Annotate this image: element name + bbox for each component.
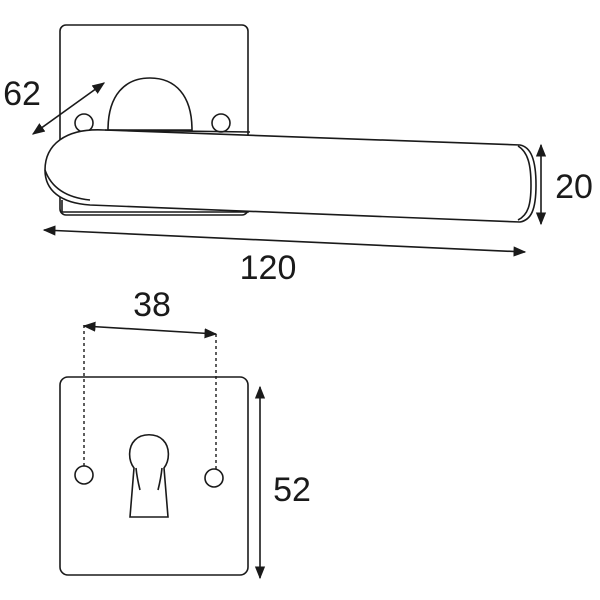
- escutcheon-view: 38 52: [59, 286, 311, 580]
- screw-hole-right: [204, 468, 224, 488]
- keyhole-inner-right: [157, 467, 163, 491]
- lever-end-curve: [517, 145, 532, 221]
- rose-diameter-dimension-line: [31, 82, 106, 135]
- lever-detail-line: [104, 129, 251, 133]
- keyhole: [128, 433, 170, 518]
- lever-length-label: 120: [240, 249, 297, 287]
- lever-height-label: 20: [555, 168, 593, 206]
- hole-spacing-dimension-line: [82, 321, 218, 339]
- fixing-hole-right: [211, 113, 231, 133]
- screw-hole-left: [74, 465, 94, 485]
- escutcheon-height-label: 52: [273, 471, 311, 509]
- lever-underside: [44, 169, 91, 201]
- hole-spacing-label: 38: [133, 286, 171, 324]
- lever-handle-view: 62 20 120: [3, 24, 593, 287]
- rose-diameter-label: 62: [3, 75, 41, 113]
- lever-length-dimension-line: [42, 225, 527, 257]
- keyhole-inner-left: [135, 467, 141, 491]
- lever-body: [44, 129, 537, 223]
- rose-boss: [107, 77, 193, 131]
